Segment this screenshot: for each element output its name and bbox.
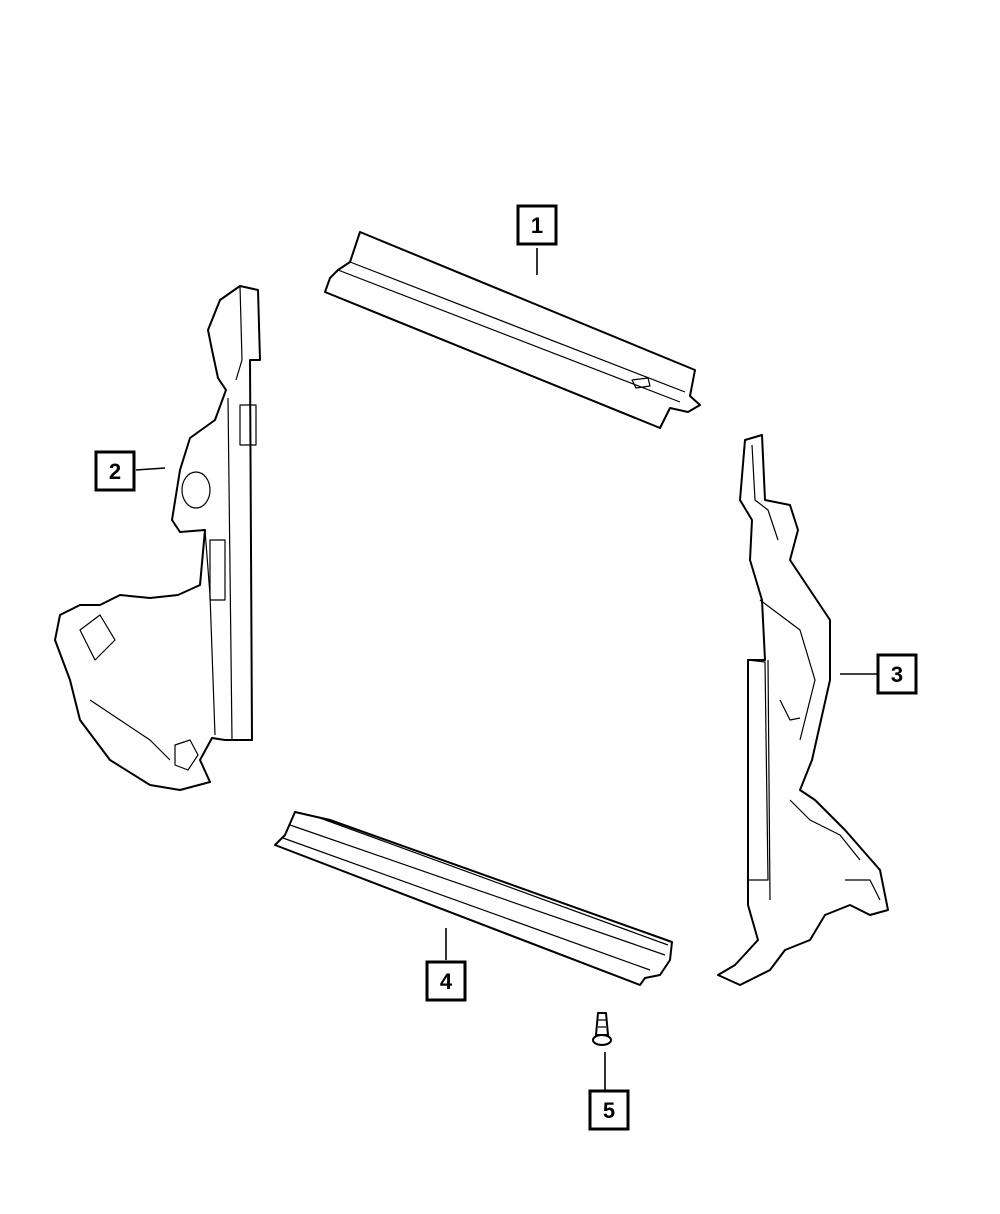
part-4-lower-seal [274,811,673,986]
callout-4: 4 [425,960,467,1002]
callout-3: 3 [876,653,918,695]
callout-5: 5 [588,1089,630,1131]
part-2-left-side-seal [54,285,261,791]
callout-5-label: 5 [603,1098,615,1123]
callout-1: 1 [516,204,558,246]
callout-4-label: 4 [440,969,453,994]
callout-2-label: 2 [109,459,121,484]
callout-1-label: 1 [531,213,543,238]
part-5-push-pin [592,1012,612,1046]
part-3-right-side-seal [717,434,889,986]
part-1-upper-seal [324,231,701,429]
leader-line-2 [135,467,166,471]
callout-2: 2 [94,450,136,492]
callout-3-label: 3 [891,662,903,687]
